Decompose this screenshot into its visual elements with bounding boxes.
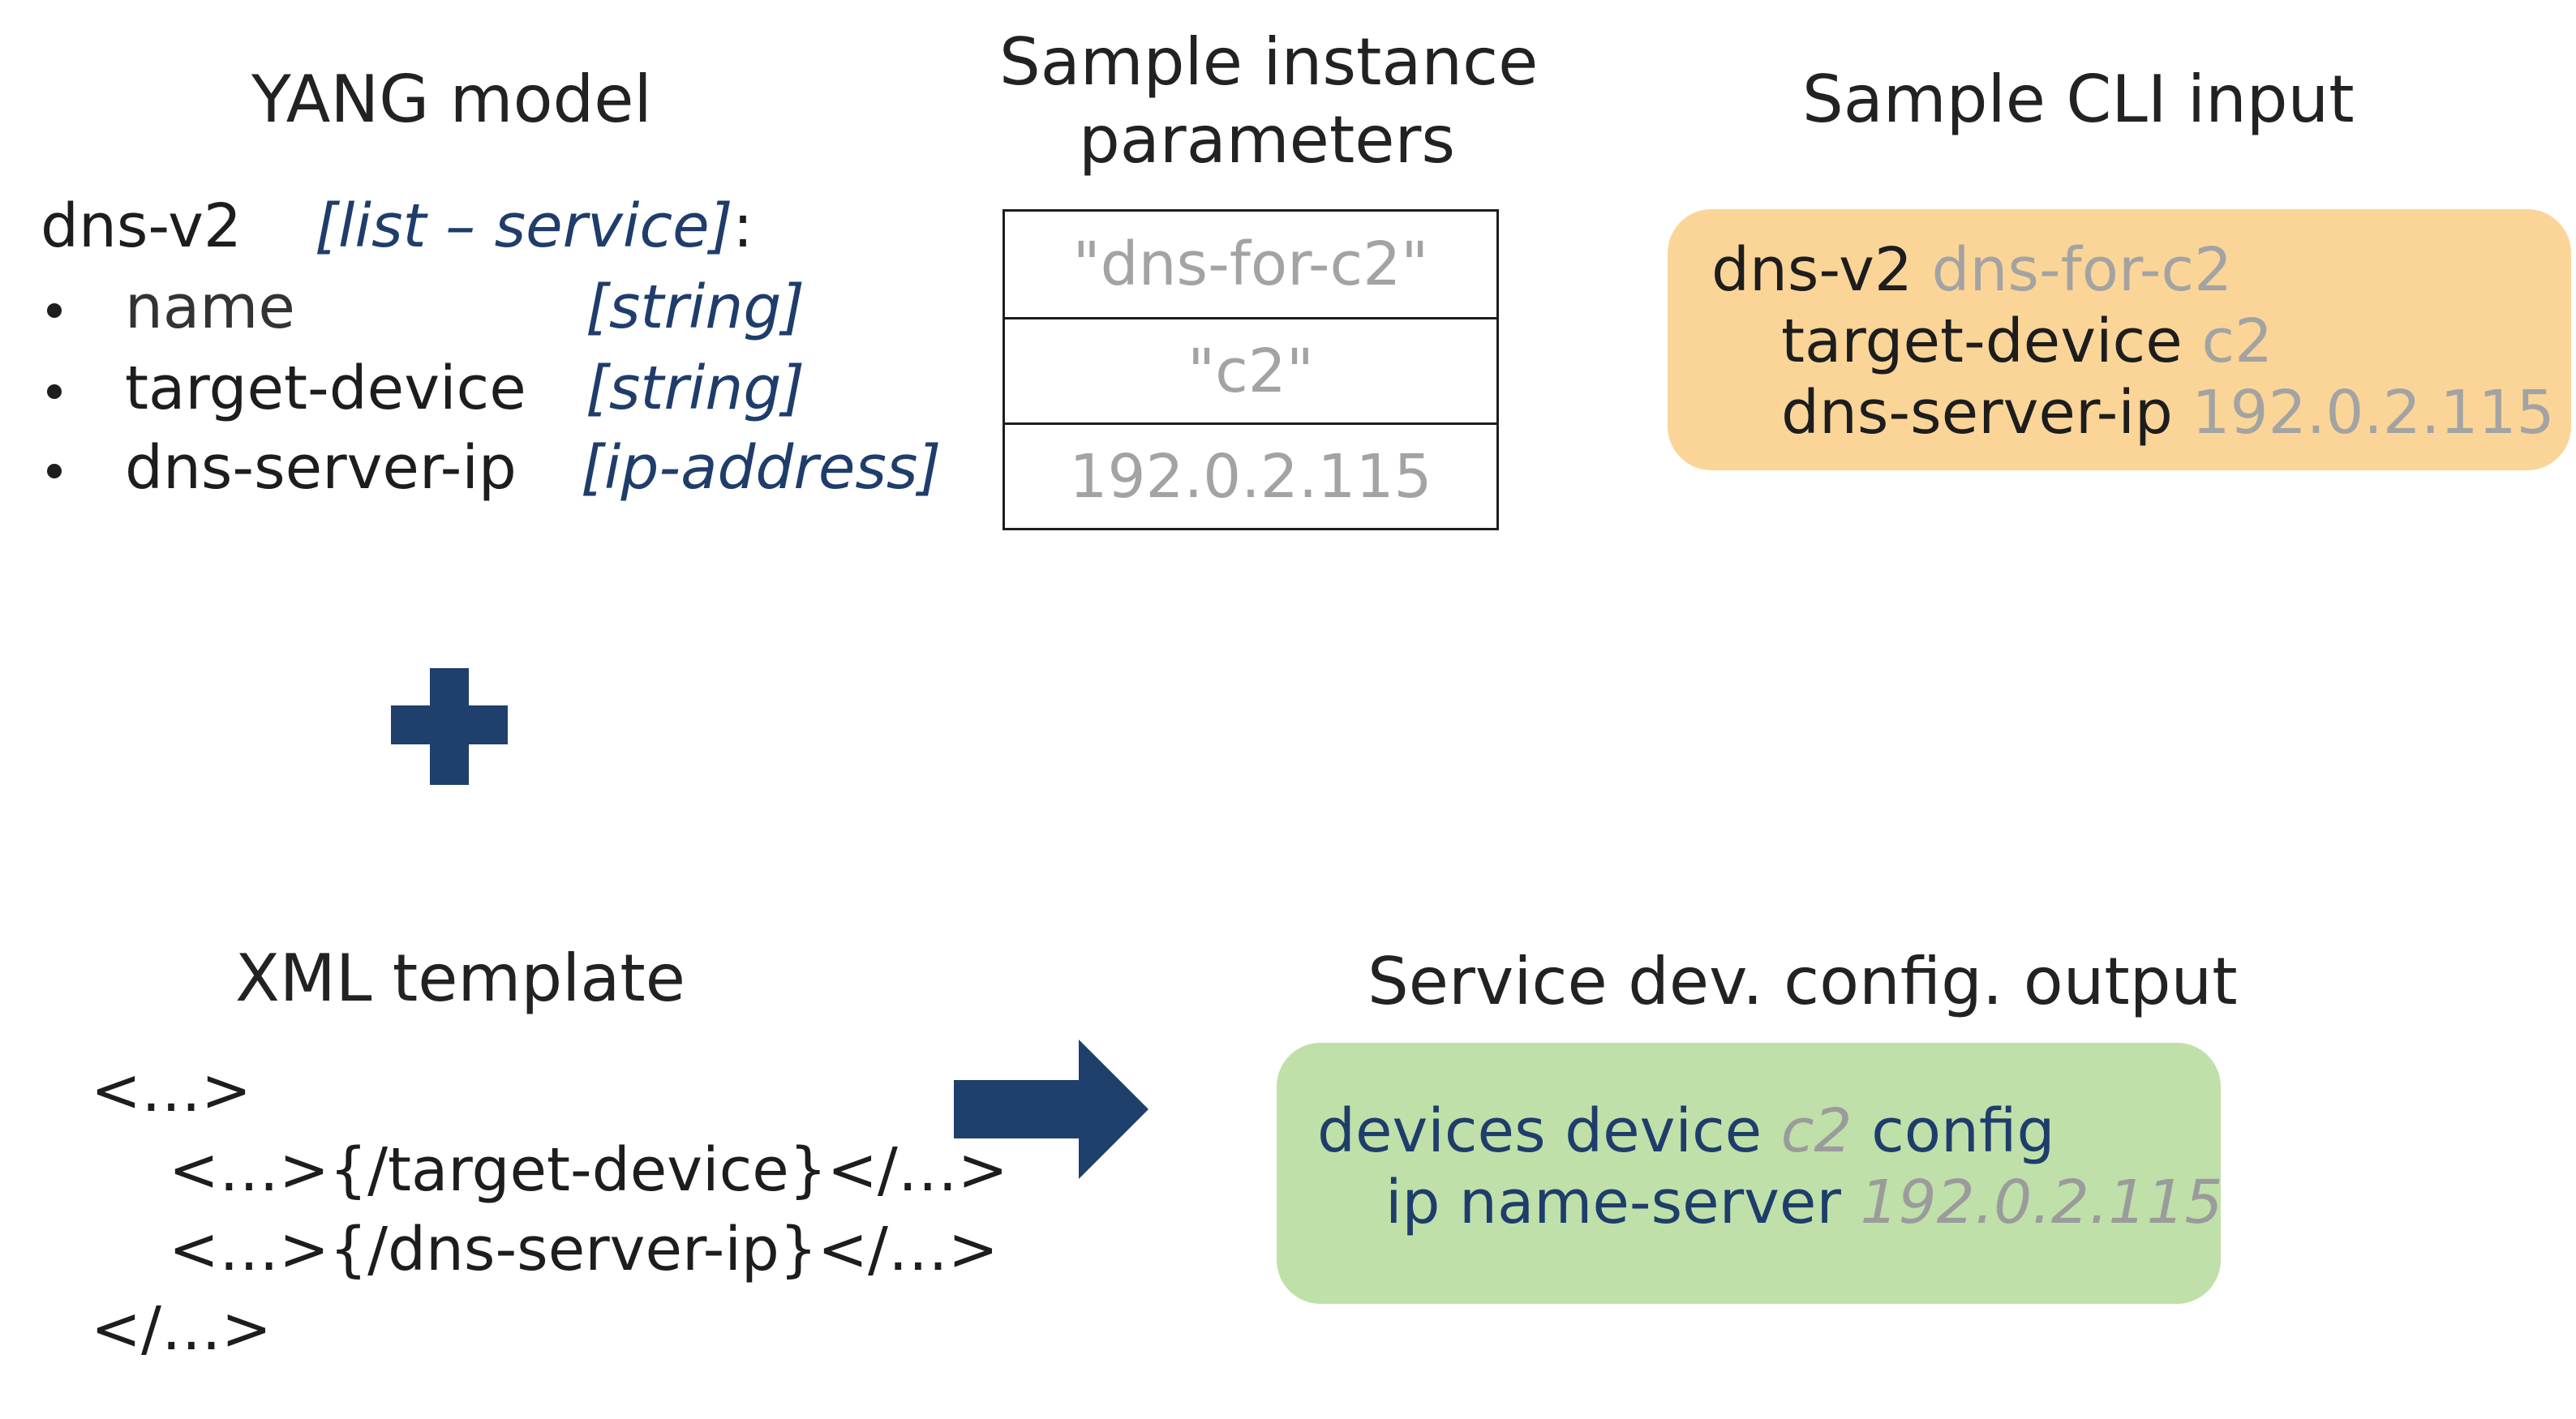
instance-row: "dns-for-c2" [1072, 229, 1429, 299]
cli-value: 192.0.2.115 [2192, 378, 2555, 448]
output-line-2: ip name-server 192.0.2.115 [1385, 1168, 2223, 1237]
xml-line: </…> [91, 1294, 272, 1364]
xml-line: <…>{/target-device}</…> [169, 1135, 1008, 1205]
yang-field-type: [ip-address] [581, 433, 942, 503]
cli-line-3: dns-server-ip 192.0.2.115 [1781, 378, 2555, 448]
cli-heading: Sample CLI input [1802, 62, 2355, 137]
plus-icon [430, 668, 469, 785]
bullet-icon [47, 384, 62, 399]
yang-field-name: target-device [125, 354, 526, 423]
output-value: c2 [1780, 1096, 1853, 1166]
yang-field-type: [string] [586, 354, 805, 423]
yang-field-type: [string] [586, 272, 805, 342]
output-text: devices device [1317, 1096, 1762, 1166]
yang-heading: YANG model [251, 62, 652, 137]
bullet-icon [47, 303, 62, 318]
output-heading: Service dev. config. output [1367, 944, 2238, 1019]
yang-list-name: dns-v2 [41, 191, 242, 261]
instance-row: "c2" [1005, 317, 1496, 422]
yang-field-name: dns-server-ip [125, 433, 517, 503]
cli-value: c2 [2201, 307, 2273, 376]
arrow-right-icon [954, 1040, 1148, 1179]
cli-key: dns-server-ip [1781, 378, 2173, 448]
xml-heading: XML template [235, 941, 685, 1016]
cli-input-box: dns-v2 dns-for-c2 target-device c2 dns-s… [1668, 209, 2571, 470]
instance-heading-line2: parameters [1079, 102, 1456, 178]
cli-key: target-device [1781, 307, 2183, 376]
instance-table: "dns-for-c2" "c2" 192.0.2.115 [1002, 209, 1499, 530]
output-text: ip name-server [1385, 1168, 1841, 1237]
output-value: 192.0.2.115 [1860, 1168, 2223, 1237]
yang-list-name-text: dns-v2 [41, 191, 243, 261]
instance-row: 192.0.2.115 [1005, 422, 1496, 528]
output-text: config [1871, 1096, 2055, 1166]
instance-heading-line1: Sample instance [999, 24, 1539, 100]
cli-value: dns-for-c2 [1931, 235, 2233, 305]
yang-list-colon: : [732, 191, 753, 261]
output-box: devices device c2 config ip name-server … [1277, 1043, 2223, 1304]
bullet-icon [47, 464, 62, 478]
xml-line: <…> [91, 1056, 252, 1125]
xml-line: <…>{/dns-server-ip}</…> [169, 1215, 998, 1284]
yang-list-type-text: [list – service] [315, 191, 733, 261]
yang-field-name: name [125, 272, 295, 342]
output-line-1: devices device c2 config [1317, 1096, 2055, 1166]
cli-key: dns-v2 [1711, 235, 1913, 305]
cli-line-2: target-device c2 [1781, 307, 2273, 376]
cli-line-1: dns-v2 dns-for-c2 [1711, 235, 2232, 305]
yang-list-type: [list – service]: [315, 191, 753, 261]
